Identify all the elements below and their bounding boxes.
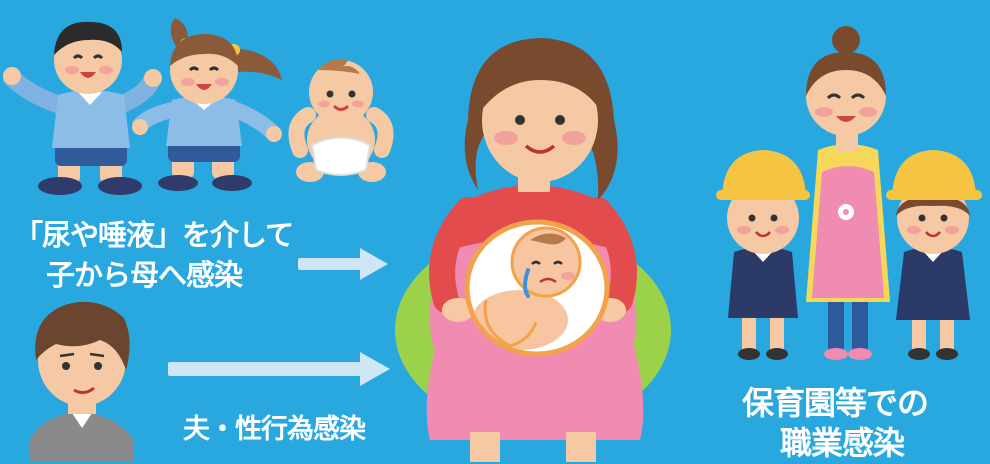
baby-illustration bbox=[288, 59, 394, 182]
arrow-husband-to-mother bbox=[168, 352, 390, 386]
children-route-caption-line1: 「尿や唾液」を介して bbox=[14, 218, 294, 252]
fetus-illustration bbox=[472, 226, 582, 350]
kindergarten-boy-illustration bbox=[716, 150, 810, 360]
spouse-route-caption: 夫・性行為感染 bbox=[183, 414, 366, 445]
husband-illustration bbox=[30, 301, 134, 462]
nursery-teacher-illustration bbox=[806, 26, 890, 360]
work-route-caption-line1: 保育園等での bbox=[742, 384, 929, 422]
boy-toddler-illustration bbox=[3, 21, 162, 195]
pregnant-mother-illustration bbox=[395, 38, 671, 462]
kindergarten-girl-illustration bbox=[886, 150, 982, 360]
children-route-caption-line2: 子から母へ感染 bbox=[46, 258, 243, 292]
work-route-caption-line2: 職業感染 bbox=[780, 424, 905, 462]
arrow-children-to-mother bbox=[298, 248, 388, 280]
girl-toddler-illustration bbox=[132, 18, 282, 191]
